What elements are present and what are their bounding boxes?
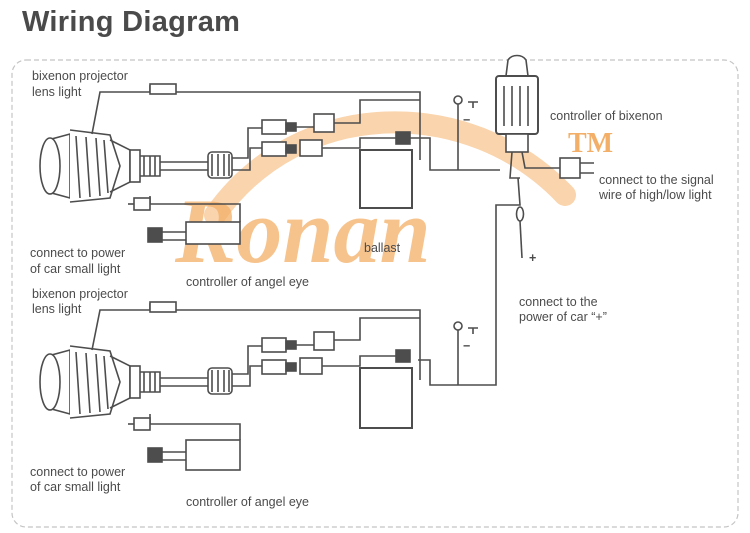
connector-b-top (261, 141, 287, 157)
label-signal-1: connect to the signal (599, 173, 714, 187)
watermark-swoosh (204, 111, 576, 226)
signal-plug (559, 157, 581, 179)
label-power-plus-1: connect to the (519, 295, 598, 309)
label-angel-bottom: controller of angel eye (186, 495, 309, 509)
label-power-small-bottom-2: of car small light (30, 480, 121, 494)
label-minus-top: − (463, 113, 470, 127)
ballast-bottom (359, 367, 413, 429)
label-plus: + (529, 251, 536, 265)
label-bixenon-bottom-2: lens light (32, 302, 82, 316)
labels: bixenon projector lens light controller … (30, 69, 714, 509)
label-power-plus-2: power of car “+” (519, 310, 607, 324)
angel-controller-bottom (185, 439, 241, 471)
connector-a-top (261, 119, 287, 135)
connector-b-bottom (261, 359, 287, 375)
label-signal-2: wire of high/low light (598, 188, 712, 202)
bottom-unit (39, 301, 478, 471)
label-bixenon-top-2: lens light (32, 85, 82, 99)
bixenon-controller (495, 54, 539, 153)
watermark-trademark: TM (568, 128, 613, 159)
label-power-small-top-2: of car small light (30, 262, 121, 276)
label-ballast: ballast (364, 241, 401, 255)
projector-lamp-top (39, 129, 161, 203)
angel-controller-top (185, 221, 241, 245)
top-unit (39, 54, 594, 386)
label-power-small-bottom-1: connect to power (30, 465, 125, 479)
label-minus-bottom: − (463, 339, 470, 353)
label-bixenon-top-1: bixenon projector (32, 69, 128, 83)
label-controller-bixenon: controller of bixenon (550, 109, 663, 123)
connector-a-bottom (261, 337, 287, 353)
projector-lamp-bottom (39, 345, 161, 419)
label-angel-top: controller of angel eye (186, 275, 309, 289)
diagram-frame (11, 59, 739, 528)
ballast-top (359, 149, 413, 209)
page-title: Wiring Diagram (22, 6, 241, 38)
label-bixenon-bottom-1: bixenon projector (32, 287, 128, 301)
label-power-small-top-1: connect to power (30, 246, 125, 260)
